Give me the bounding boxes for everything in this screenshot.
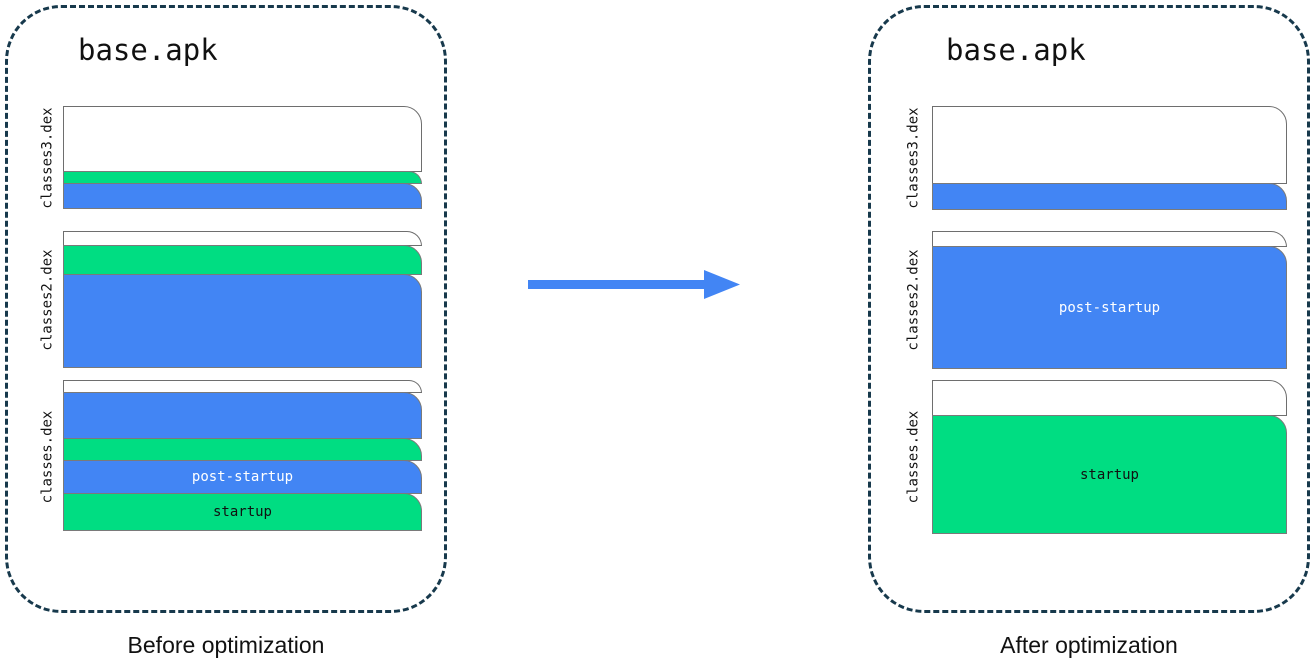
dex-band-startup: [63, 245, 422, 275]
dex-band-startup: startup: [63, 493, 422, 531]
dex-band-unused: [932, 106, 1287, 184]
dex-band-label: post-startup: [191, 469, 294, 485]
dex-block-after-0: [932, 106, 1287, 210]
arrow-right-icon: [528, 268, 743, 302]
dex-band-label: post-startup: [1058, 299, 1161, 316]
apk-title-after: base.apk: [946, 33, 1086, 67]
dex-file-label-after-1: classes2.dex: [905, 248, 921, 351]
dex-file-label-before-0: classes3.dex: [39, 106, 55, 209]
dex-band-post-startup: post-startup: [932, 246, 1287, 369]
dex-band-unused: [932, 380, 1287, 416]
dex-block-after-1: post-startup: [932, 231, 1287, 369]
apk-title-before: base.apk: [78, 33, 218, 67]
dex-block-after-2: startup: [932, 380, 1287, 534]
dex-block-before-0: [63, 106, 422, 209]
dex-band-label: startup: [212, 504, 272, 520]
dex-band-post-startup: [932, 183, 1287, 210]
dex-file-label-before-1: classes2.dex: [39, 248, 55, 351]
dex-block-before-2: post-startup startup: [63, 380, 422, 531]
dex-band-post-startup: [63, 183, 422, 209]
dex-band-post-startup: [63, 392, 422, 439]
dex-band-startup: [63, 438, 422, 461]
dex-band-unused: [932, 231, 1287, 247]
dex-band-post-startup: post-startup: [63, 460, 422, 494]
dex-band-startup: startup: [932, 415, 1287, 534]
dex-file-label-after-2: classes.dex: [905, 410, 921, 503]
apk-container-before: [5, 5, 447, 613]
dex-band-post-startup: [63, 274, 422, 368]
panel-caption-after: After optimization: [1000, 632, 1178, 658]
dex-block-before-1: [63, 231, 422, 368]
dex-file-label-after-0: classes3.dex: [905, 106, 921, 209]
dex-band-label: startup: [1079, 466, 1139, 483]
apk-container-after: [868, 5, 1310, 613]
dex-band-unused: [63, 106, 422, 172]
panel-caption-before: Before optimization: [127, 632, 325, 658]
dex-band-unused: [63, 231, 422, 246]
dex-file-label-before-2: classes.dex: [39, 410, 55, 503]
